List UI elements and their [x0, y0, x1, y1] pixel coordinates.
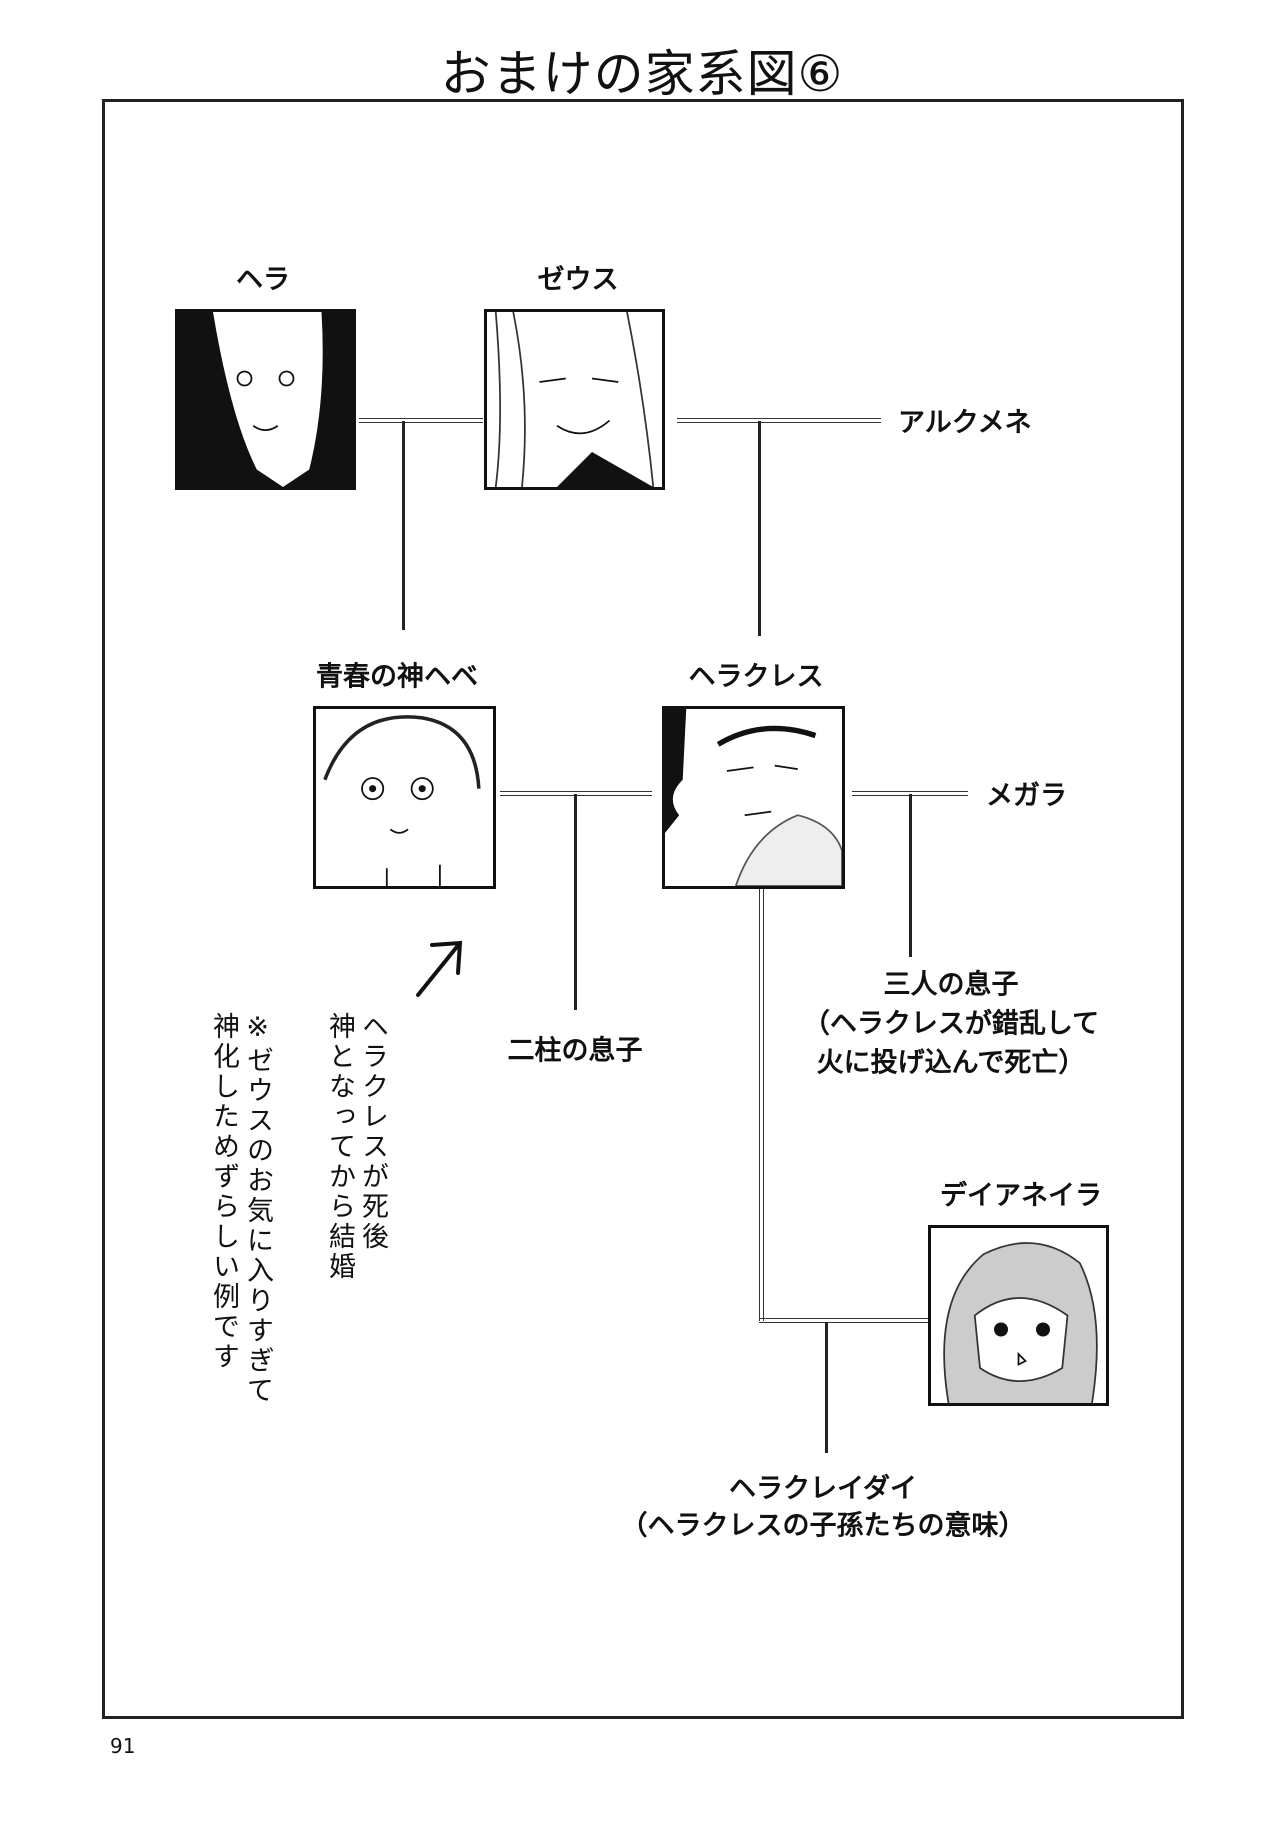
note-deification-line1: ※ゼウスのお気に入りすぎて — [242, 1012, 273, 1406]
label-heracleidae-meaning: （ヘラクレスの子孫たちの意味） — [620, 1510, 1026, 1542]
label-megara-sons-note2: 火に投げ込んで死亡） — [816, 1047, 1086, 1079]
page-number: 91 — [110, 1734, 136, 1758]
label-zeus: ゼウス — [537, 264, 619, 296]
label-hebe: 青春の神ヘベ — [316, 661, 478, 693]
label-megara: メガラ — [986, 780, 1067, 812]
note-marriage-line1: ヘラクレスが死後 — [357, 1012, 388, 1252]
label-megara-sons: 三人の息子 — [883, 969, 1019, 1001]
marriage-line-heracles-deianeira — [759, 1318, 928, 1323]
label-heracles: ヘラクレス — [688, 661, 824, 693]
family-tree-frame — [102, 99, 1184, 1719]
label-hera: ヘラ — [236, 264, 290, 296]
marriage-line-heracles-deianeira-vertical — [759, 889, 764, 1321]
descent-line-heracles — [758, 421, 761, 636]
marriage-line-hera-zeus — [359, 418, 483, 423]
portrait-hebe — [313, 706, 496, 889]
label-megara-sons-note1: （ヘラクレスが錯乱して — [802, 1008, 1100, 1040]
descent-line-hebe-sons — [574, 794, 577, 1010]
label-hebe-sons: 二柱の息子 — [507, 1035, 643, 1067]
marriage-line-zeus-alcmene — [677, 418, 881, 423]
arrow-icon — [416, 940, 463, 997]
descent-line-heracleidae — [825, 1322, 828, 1453]
descent-line-hebe — [402, 421, 405, 630]
portrait-zeus — [484, 309, 665, 490]
label-deianeira: デイアネイラ — [940, 1180, 1102, 1212]
note-marriage-line2: 神となってから結婚 — [324, 1012, 355, 1282]
label-alcmene: アルクメネ — [898, 407, 1032, 439]
portrait-heracles — [662, 706, 845, 889]
note-deification-line2: 神化しためずらしい例です — [208, 1012, 239, 1372]
label-heracleidae: ヘラクレイダイ — [729, 1473, 917, 1505]
portrait-hera — [175, 309, 356, 490]
page-title: おまけの家系図⑥ — [440, 45, 844, 103]
portrait-deianeira — [928, 1225, 1109, 1406]
descent-line-megara-sons — [909, 794, 912, 957]
